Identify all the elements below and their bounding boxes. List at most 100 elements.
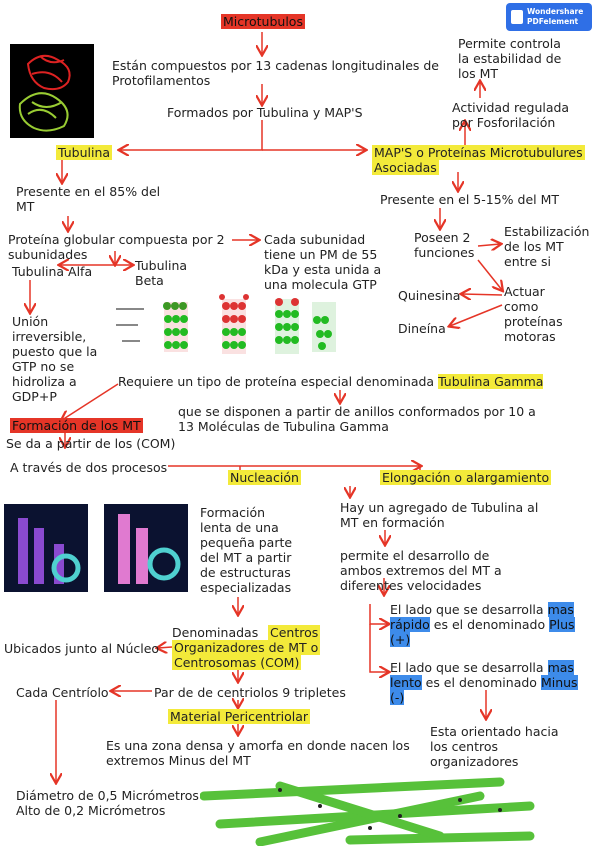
diametro-line2: Alto de 0,2 Micrómetros bbox=[16, 803, 166, 818]
minus-line2: lento es el denominado Minus bbox=[390, 675, 578, 690]
beta-line2: Beta bbox=[135, 273, 164, 288]
subunidad-line2: tiene un PM de 55 bbox=[264, 247, 378, 262]
material-label: Material Pericentriolar bbox=[168, 709, 311, 724]
formacion-label: Formación de los MT bbox=[10, 418, 143, 433]
maps-label-line2: Asociadas bbox=[372, 160, 439, 175]
union-line4: GTP no se bbox=[12, 359, 75, 374]
union-line3: puesto que la bbox=[12, 344, 98, 359]
plus-line2: rápido es el denominado Plus bbox=[390, 617, 575, 632]
motoras-line2: como bbox=[504, 299, 539, 314]
dispone-line2: 13 Moléculas de Tubulina Gamma bbox=[178, 419, 389, 434]
formacion-lenta-line5: de estructuras bbox=[200, 565, 291, 580]
union-line6: GDP+P bbox=[12, 389, 57, 404]
gamma-highlight: Tubulina Gamma bbox=[438, 374, 544, 389]
denominadas-text: Denominadas bbox=[172, 625, 259, 640]
subunidad-line4: una molecula GTP bbox=[264, 277, 377, 292]
centros-line3: Centrosomas (COM) bbox=[172, 655, 302, 670]
plus-line1: El lado que se desarrolla mas bbox=[390, 602, 574, 617]
desarrollo-line3: diferentes velocidades bbox=[340, 578, 482, 593]
quinesina-text: Quinesina bbox=[398, 288, 461, 303]
minus-line1: El lado que se desarrolla mas bbox=[390, 660, 574, 675]
protofilament-columns bbox=[164, 299, 336, 354]
estabilizacion-line3: entre si bbox=[504, 254, 552, 269]
activity-line1: Actividad regulada bbox=[452, 100, 570, 115]
dineina-text: Dineína bbox=[398, 321, 446, 336]
union-line2: irreversible, bbox=[12, 329, 87, 344]
formacion-lenta-line3: pequeña parte bbox=[200, 535, 293, 550]
plus-line3: (+) bbox=[390, 632, 411, 647]
agregado-line1: Hay un agregado de Tubulina al bbox=[340, 500, 539, 515]
par-text: Par de de centriolos 9 tripletes bbox=[154, 685, 346, 700]
formacion-lenta-line6: especializadas bbox=[200, 580, 292, 595]
desarrollo-line2: ambos extremos del MT a bbox=[340, 563, 502, 578]
subunidad-line1: Cada subunidad bbox=[264, 232, 366, 247]
minus-lento: lento bbox=[390, 675, 422, 690]
centriolo-text: Cada Centríolo bbox=[16, 685, 109, 700]
protofilament-image bbox=[116, 294, 336, 354]
motoras-line3: proteínas bbox=[504, 314, 563, 329]
minus-label: Minus bbox=[540, 675, 578, 690]
centros-line2: Organizadores de MT o bbox=[172, 640, 321, 655]
formed-text: Formados por Tubulina y MAP'S bbox=[167, 105, 363, 120]
microtubule-network-image bbox=[200, 777, 535, 846]
globular-line1: Proteína globular compuesta por 2 bbox=[8, 232, 225, 247]
subunidad-line3: kDa y esta unida a bbox=[264, 262, 382, 277]
centros-line1: Centros bbox=[268, 625, 321, 640]
procesos-text: A través de dos procesos bbox=[10, 460, 168, 475]
diametro-line1: Diámetro de 0,5 Micrómetros bbox=[16, 788, 199, 803]
seda-text: Se da a partir de los (COM) bbox=[6, 436, 176, 451]
elongacion-label: Elongación o alargamiento bbox=[380, 470, 552, 485]
plus-mas: mas bbox=[547, 602, 574, 617]
badge-line2: PDFelement bbox=[527, 17, 579, 26]
union-line5: hidroliza a bbox=[12, 374, 77, 389]
formacion-lenta-line4: del MT a partir bbox=[200, 550, 292, 565]
motoras-line4: motoras bbox=[504, 329, 556, 344]
title-microtubulos: Microtubulos bbox=[221, 14, 305, 29]
agregado-line2: MT en formación bbox=[340, 515, 445, 530]
requiere-text: Requiere un tipo de proteína especial de… bbox=[118, 374, 544, 389]
plus-sign: (+) bbox=[390, 632, 411, 647]
globular-line2: subunidades bbox=[8, 247, 88, 262]
composed-line1: Están compuestos por 13 cadenas longitud… bbox=[112, 58, 439, 73]
plus-lead: El lado que se desarrolla bbox=[390, 602, 544, 617]
dispone-line1: que se disponen a partir de anillos conf… bbox=[178, 404, 536, 419]
estabilizacion-line1: Estabilización bbox=[504, 224, 590, 239]
minus-line3: (-) bbox=[390, 690, 405, 705]
presente515-text: Presente en el 5-15% del MT bbox=[380, 192, 559, 207]
nucleacion-label: Nucleación bbox=[228, 470, 301, 485]
union-line1: Unión bbox=[12, 314, 49, 329]
composed-line2: Protofilamentos bbox=[112, 73, 211, 88]
maps-label-line1: MAP'S o Proteínas Microtubulures bbox=[372, 145, 585, 160]
ubicados-text: Ubicados junto al Núcleo bbox=[4, 641, 160, 656]
formacion-lenta-line2: lenta de una bbox=[200, 520, 279, 535]
control-line1: Permite controla bbox=[458, 36, 561, 51]
pdfelement-logo-icon bbox=[511, 10, 523, 24]
zona-line1: Es una zona densa y amorfa en donde nace… bbox=[106, 738, 410, 753]
beta-line1: Tubulina bbox=[135, 258, 188, 273]
microtubule-nucleation-images bbox=[4, 504, 188, 592]
plus-label: Plus bbox=[549, 617, 575, 632]
minus-mas: mas bbox=[547, 660, 574, 675]
activity-line2: por Fosforilación bbox=[452, 115, 556, 130]
funciones-line2: funciones bbox=[414, 245, 475, 260]
orientado-line2: los centros bbox=[430, 739, 499, 754]
badge-line1: Wondershare bbox=[527, 7, 584, 16]
orientado-line1: Esta orientado hacia bbox=[430, 724, 559, 739]
presente85-line1: Presente en el 85% del bbox=[16, 184, 161, 199]
tubulina-label: Tubulina bbox=[56, 145, 113, 160]
desarrollo-line1: permite el desarrollo de bbox=[340, 548, 490, 563]
alfa-text: Tubulina Alfa bbox=[12, 264, 93, 279]
control-line2: la estabilidad de bbox=[458, 51, 562, 66]
minus-denominado: es el denominado bbox=[425, 675, 537, 690]
minus-lead: El lado que se desarrolla bbox=[390, 660, 544, 675]
control-line3: los MT bbox=[458, 66, 499, 81]
formacion-lenta-line1: Formación bbox=[200, 505, 266, 520]
plus-denominado: es el denominado bbox=[433, 617, 546, 632]
plus-rapido: rápido bbox=[390, 617, 430, 632]
estabilizacion-line2: de los MT bbox=[504, 239, 564, 254]
requiere-main: Requiere un tipo de proteína especial de… bbox=[118, 374, 435, 389]
minus-sign: (-) bbox=[390, 690, 405, 705]
presente85-line2: MT bbox=[16, 199, 35, 214]
zona-line2: extremos Minus del MT bbox=[106, 753, 251, 768]
